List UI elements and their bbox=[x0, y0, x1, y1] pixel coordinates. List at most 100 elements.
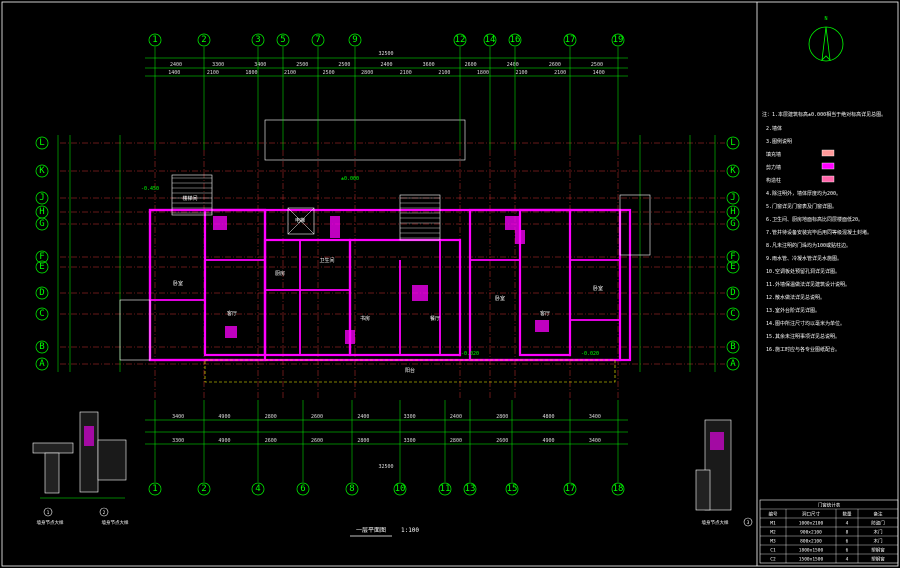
axis-bubble bbox=[197, 482, 211, 496]
stair bbox=[171, 174, 213, 216]
dim-text: 2800 bbox=[265, 414, 277, 420]
total-dim-top: 32500 bbox=[378, 51, 393, 57]
table-cell: 6 bbox=[846, 539, 849, 545]
dim-text: 2600 bbox=[496, 438, 508, 444]
axis-label-top: 7 bbox=[315, 35, 320, 45]
design-notes: 注：1.本层建筑标高±0.000相当于绝对标高详见总图。2.墙体3.图例说明填充… bbox=[762, 111, 886, 353]
dim-text: 2800 bbox=[450, 438, 462, 444]
elevator-x bbox=[287, 207, 315, 235]
axis-label-right: J bbox=[730, 193, 735, 203]
wall bbox=[348, 238, 462, 357]
dim-text: 3300 bbox=[172, 438, 184, 444]
axis-bubble bbox=[726, 357, 740, 371]
axis-label-bottom: 6 bbox=[300, 484, 305, 494]
note-item: 7.管井待设备安装完毕后用同等级混凝土封堵。 bbox=[766, 229, 872, 236]
dim-text: 2400 bbox=[507, 62, 519, 68]
stair bbox=[399, 194, 441, 241]
dim-text: 3300 bbox=[404, 414, 416, 420]
axis-label-right: H bbox=[730, 207, 735, 217]
table-cell: 4 bbox=[846, 521, 849, 527]
table-cell: C1 bbox=[770, 548, 776, 554]
axis-bubble bbox=[35, 217, 49, 231]
axis-bubble bbox=[393, 482, 407, 496]
total-dim-bottom: 32500 bbox=[378, 464, 393, 470]
grid-lines bbox=[60, 142, 725, 400]
axis-bubble bbox=[251, 482, 265, 496]
room-label: 餐厅 bbox=[430, 315, 440, 322]
axis-label-left: H bbox=[39, 207, 44, 217]
north-arrow-icon: N bbox=[808, 16, 844, 62]
fixture bbox=[535, 320, 549, 332]
svg-text:N: N bbox=[824, 16, 827, 22]
axis-label-right: F bbox=[730, 252, 735, 262]
dim-text: 2500 bbox=[591, 62, 603, 68]
table-cell: 8 bbox=[846, 530, 849, 536]
axis-label-top: 3 bbox=[255, 35, 260, 45]
axis-label-bottom: 8 bbox=[349, 484, 354, 494]
detail-caption-2: 墙身节点大样 bbox=[102, 519, 129, 526]
table-cell: 900x2100 bbox=[800, 530, 822, 536]
axis-label-top: 16 bbox=[510, 35, 521, 45]
axis-label-left: A bbox=[39, 359, 45, 369]
room-label: 厨房 bbox=[275, 270, 285, 277]
table-cell: 防盗门 bbox=[871, 520, 885, 527]
table-cell: 1800x1500 bbox=[799, 548, 824, 554]
dim-text: 3400 bbox=[254, 62, 266, 68]
wall bbox=[148, 208, 267, 362]
table-cell: 1500x1500 bbox=[799, 557, 824, 563]
dim-text: 3400 bbox=[172, 414, 184, 420]
dim-text: 3300 bbox=[404, 438, 416, 444]
detail-label-1: 1 bbox=[47, 510, 50, 516]
axis-bubble bbox=[35, 250, 49, 264]
note-item: 16.施工时应与各专业图纸配合。 bbox=[766, 346, 840, 353]
axis-label-left: D bbox=[39, 288, 44, 298]
table-cell: M3 bbox=[770, 539, 776, 545]
axis-bubble bbox=[35, 191, 49, 205]
table-frame bbox=[759, 499, 899, 564]
dim-text: 4800 bbox=[543, 414, 555, 420]
axis-label-right: E bbox=[730, 262, 735, 272]
axis-label-top: 12 bbox=[455, 35, 466, 45]
room-label: 卧室 bbox=[495, 295, 505, 302]
elevation-mark: -0.020 bbox=[581, 351, 599, 357]
bay-window bbox=[119, 299, 151, 361]
axis-bubble bbox=[563, 482, 577, 496]
dim-text: 2100 bbox=[554, 70, 566, 76]
drawing-scale: 1:100 bbox=[401, 527, 419, 534]
table-cell: 4 bbox=[846, 557, 849, 563]
room-label: 客厅 bbox=[227, 310, 237, 317]
fixture bbox=[213, 216, 227, 230]
room-label: 卫生间 bbox=[319, 257, 334, 264]
dim-text: 3600 bbox=[423, 62, 435, 68]
dim-text: 1400 bbox=[168, 70, 180, 76]
legend-swatch bbox=[821, 162, 835, 170]
dim-text: 4900 bbox=[218, 414, 230, 420]
axis-bubble bbox=[438, 482, 452, 496]
detail-label-3: 3 bbox=[747, 520, 750, 526]
table-cell: C2 bbox=[770, 557, 776, 563]
axis-label-top: 9 bbox=[352, 35, 357, 45]
fixture bbox=[225, 326, 237, 338]
axis-label-left: F bbox=[39, 252, 44, 262]
table-cell: 6 bbox=[846, 548, 849, 554]
dim-text: 3400 bbox=[589, 438, 601, 444]
axis-bubble bbox=[726, 191, 740, 205]
axis-bubble bbox=[726, 250, 740, 264]
axis-bubble bbox=[148, 482, 162, 496]
drawing-title: 一层平面图 bbox=[356, 527, 386, 534]
axis-label-top: 19 bbox=[613, 35, 624, 45]
dim-text: 4900 bbox=[218, 438, 230, 444]
room-label: 书房 bbox=[360, 315, 370, 322]
dim-text: 1800 bbox=[245, 70, 257, 76]
axis-label-bottom: 17 bbox=[565, 484, 576, 494]
note-item: 6.卫生间、厨房地面标高比同层楼面低20。 bbox=[766, 216, 863, 223]
axis-bubble bbox=[726, 217, 740, 231]
axis-bubble bbox=[197, 33, 211, 47]
legend-swatch bbox=[821, 149, 835, 157]
axis-bubble bbox=[463, 482, 477, 496]
axis-label-right: C bbox=[730, 309, 735, 319]
dim-text: 2800 bbox=[496, 414, 508, 420]
axis-bubble bbox=[35, 357, 49, 371]
table-header: 编号 bbox=[769, 511, 778, 518]
